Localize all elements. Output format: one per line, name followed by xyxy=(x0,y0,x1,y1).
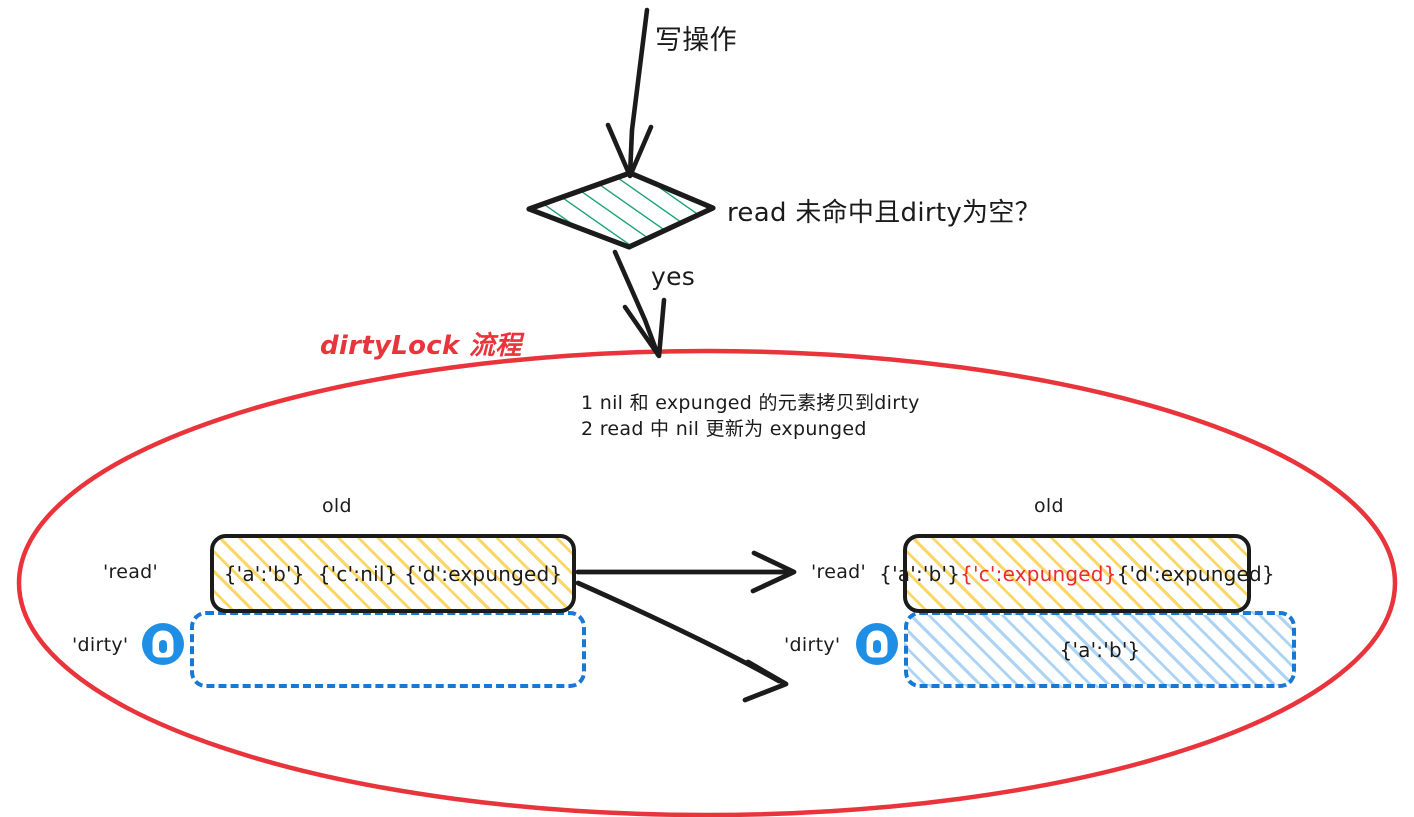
process-steps-label: 1 nil 和 expunged 的元素拷贝到dirty 2 read 中 ni… xyxy=(581,392,920,440)
read-transition-arrow xyxy=(575,550,797,594)
dirty-copy-arrow xyxy=(575,580,789,703)
dirty-map-box-before xyxy=(190,611,586,688)
read-map-value-after-part1: {'a':'b'} xyxy=(879,561,961,586)
dirtylock-region-label: dirtyLock 流程 xyxy=(320,331,522,361)
read-map-value-after: {'a':'b'}{'c':expunged}{'d':expunged} xyxy=(879,562,1275,586)
dirty-map-value-after: {'a':'b'} xyxy=(1059,637,1141,662)
read-row-label-before: 'read' xyxy=(103,561,159,583)
dirty-row-label-before: 'dirty' xyxy=(72,634,129,656)
decision-diamond xyxy=(526,170,716,250)
dirty-map-box-after: {'a':'b'} xyxy=(904,611,1296,688)
write-operation-label: 写操作 xyxy=(655,25,737,56)
decision-question-label: read 未命中且dirty为空？ xyxy=(727,198,1041,228)
read-row-label-after: 'read' xyxy=(811,561,867,583)
read-map-value-after-highlight: {'c':expunged} xyxy=(960,561,1117,586)
lock-icon xyxy=(142,623,184,665)
lock-icon xyxy=(856,623,898,665)
old-label-before: old xyxy=(322,495,352,517)
old-label-after: old xyxy=(1034,495,1064,517)
read-map-value-after-part3: {'d':expunged} xyxy=(1116,561,1275,586)
read-map-value-before: {'a':'b'} {'c':nil} {'d':expunged} xyxy=(223,561,563,586)
write-operation-arrow xyxy=(605,7,654,179)
dirty-row-label-after: 'dirty' xyxy=(784,634,841,656)
read-map-box-after: {'a':'b'}{'c':expunged}{'d':expunged} xyxy=(879,534,1275,613)
read-map-box-before: {'a':'b'} {'c':nil} {'d':expunged} xyxy=(210,534,576,613)
yes-branch-label: yes xyxy=(651,262,696,291)
